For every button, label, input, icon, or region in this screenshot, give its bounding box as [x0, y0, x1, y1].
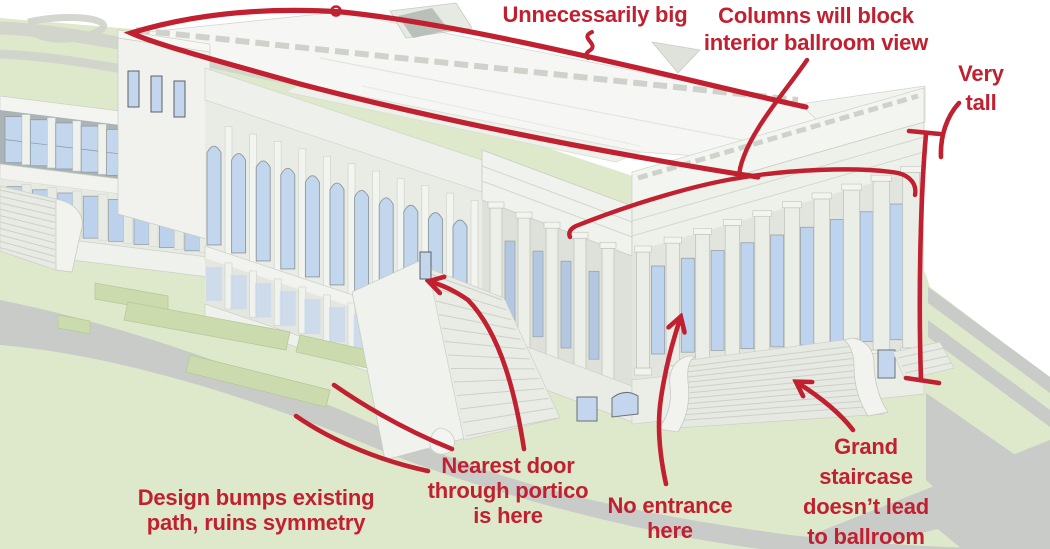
label-columns-block: Columns will block interior ballroom vie…: [703, 3, 929, 55]
label-no-entrance: No entrance here: [607, 493, 733, 543]
label-grand-staircase: Grand staircase doesn’t lead to ballroom: [803, 434, 929, 549]
label-nearest-door: Nearest door through portico is here: [427, 453, 589, 528]
label-unnecessarily-big: Unnecessarily big: [502, 2, 688, 27]
label-design-bumps: Design bumps existing path, ruins symmet…: [137, 485, 375, 535]
columns-brace: [567, 57, 918, 240]
arrow-no-entrance: [656, 319, 680, 487]
portico-south: [351, 149, 633, 461]
unnecessarily-big-squiggle: [584, 30, 595, 60]
very-tall-measure: [903, 100, 962, 386]
roof-outline-loop-cusp: [330, 5, 342, 17]
main-facade: [204, 67, 483, 411]
annotation-strokes: [123, 5, 962, 487]
roof-outline-annotation: [123, 7, 809, 180]
portico-door: [419, 251, 432, 280]
path-bump-marks: [293, 382, 455, 474]
west-tower: [117, 29, 211, 241]
southwest-stair: [351, 251, 561, 461]
arrow-grand-staircase: [798, 383, 856, 433]
arrow-nearest-door: [431, 282, 527, 452]
label-very-tall: Very tall: [958, 61, 1004, 115]
right-paths: [776, 287, 1050, 549]
